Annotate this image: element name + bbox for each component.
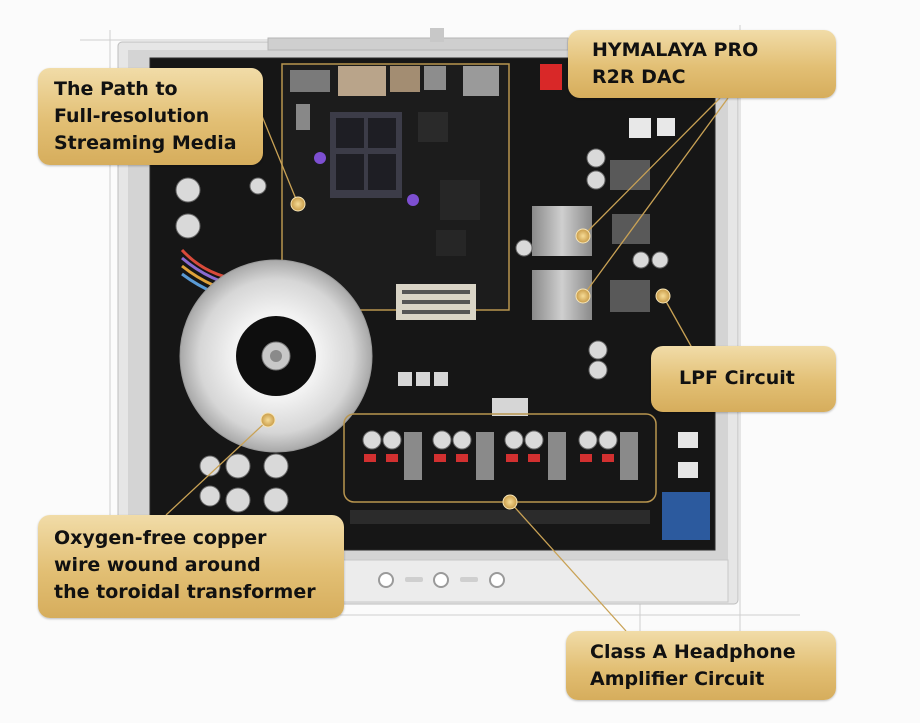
callout-line: The Path to [54,78,178,100]
callout-line: the toroidal transformer [54,581,316,603]
callout-r2r-dac: HYMALAYA PRO R2R DAC [568,30,836,98]
callout-lpf-circuit: LPF Circuit [651,346,836,412]
callout-streaming-media: The Path to Full-resolution Streaming Me… [38,68,263,165]
dac-heatsinks [532,160,650,320]
callout-line: R2R DAC [592,66,686,88]
capacitors [175,148,669,513]
dac-connector [540,64,562,90]
callout-line: Streaming Media [54,132,237,154]
leader-lines [165,97,729,632]
callout-line: LPF Circuit [679,367,795,389]
streaming-module [281,63,510,320]
callout-line: HYMALAYA PRO [592,39,759,61]
callout-line: Class A Headphone [590,641,796,663]
callout-line: Amplifier Circuit [590,668,765,690]
callout-line: Oxygen-free copper [54,527,267,549]
callout-toroidal-transformer: Oxygen-free copper wire wound around the… [38,515,344,618]
gold-dot-marker [260,196,671,510]
callout-line: Full-resolution [54,105,210,127]
callout-headphone-amplifier: Class A Headphone Amplifier Circuit [566,631,836,700]
callout-line: wire wound around [54,554,261,576]
front-panel-knobs [378,572,505,588]
blue-component [662,492,710,540]
toroidal-transformer-icon [179,259,373,453]
headphone-amp-section [343,413,657,524]
